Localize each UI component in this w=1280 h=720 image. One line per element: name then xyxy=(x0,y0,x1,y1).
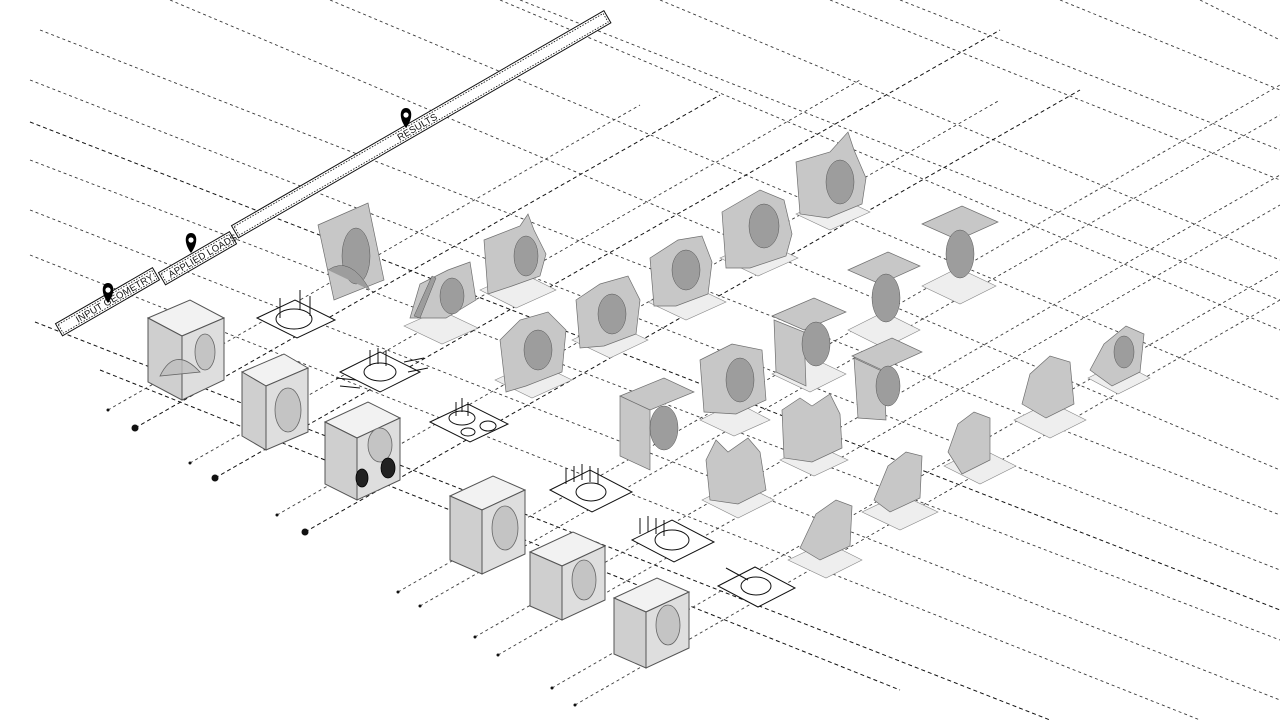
geometry-box xyxy=(146,299,226,401)
guide-dot xyxy=(418,604,422,608)
load-plate xyxy=(335,348,429,393)
result-structure xyxy=(851,337,923,421)
guide-dot xyxy=(188,461,192,465)
result-structure xyxy=(1013,355,1087,439)
load-plate xyxy=(630,516,716,563)
result-structure xyxy=(701,437,775,519)
result-structure xyxy=(847,251,921,349)
guide-dot xyxy=(275,513,279,517)
guide-dot xyxy=(573,703,577,707)
result-structure xyxy=(921,205,999,305)
guide-dot xyxy=(473,635,477,639)
geometry-box xyxy=(612,577,691,669)
map-pin-icon xyxy=(185,233,197,253)
applied-loads-plates xyxy=(255,290,797,608)
geometry-box xyxy=(448,475,527,575)
result-structure xyxy=(795,131,871,231)
geometry-box xyxy=(323,401,402,501)
result-structure xyxy=(571,275,649,359)
result-structure xyxy=(479,213,557,309)
result-structure xyxy=(403,261,479,345)
result-structure xyxy=(771,297,847,393)
geometry-box xyxy=(528,531,607,621)
guide-dot xyxy=(301,528,309,536)
result-structure xyxy=(787,499,863,579)
guide-dot xyxy=(211,474,219,482)
guide-dot xyxy=(396,590,400,594)
result-structure xyxy=(494,311,573,399)
label-frame xyxy=(157,231,238,286)
results-grid xyxy=(317,131,1151,579)
result-structure xyxy=(619,377,695,471)
load-plate xyxy=(548,464,634,513)
input-geometry-boxes xyxy=(146,299,691,669)
label-input-geometry: INPUT GEOMETRY xyxy=(54,267,161,337)
guide-dot xyxy=(550,686,554,690)
guide-endpoints xyxy=(106,408,577,707)
result-structure xyxy=(719,189,799,277)
label-results: RESULTS xyxy=(230,10,612,239)
label-frame xyxy=(230,10,612,239)
guide-dot xyxy=(131,424,139,432)
geometry-box xyxy=(240,353,310,451)
result-structure xyxy=(861,451,939,531)
result-structure xyxy=(699,343,771,437)
result-structure xyxy=(779,393,849,477)
guide-dot xyxy=(496,653,500,657)
result-structure xyxy=(647,235,727,321)
guide-dot xyxy=(106,408,110,412)
result-structure xyxy=(1087,325,1151,395)
load-plate xyxy=(255,290,337,339)
load-plate xyxy=(716,566,797,608)
load-plate xyxy=(428,398,510,443)
input-geometry-label: INPUT GEOMETRY xyxy=(74,272,156,326)
result-structure xyxy=(943,411,1017,485)
applied-loads-label: APPLIED LOADS xyxy=(167,232,240,280)
result-structure xyxy=(317,202,385,301)
